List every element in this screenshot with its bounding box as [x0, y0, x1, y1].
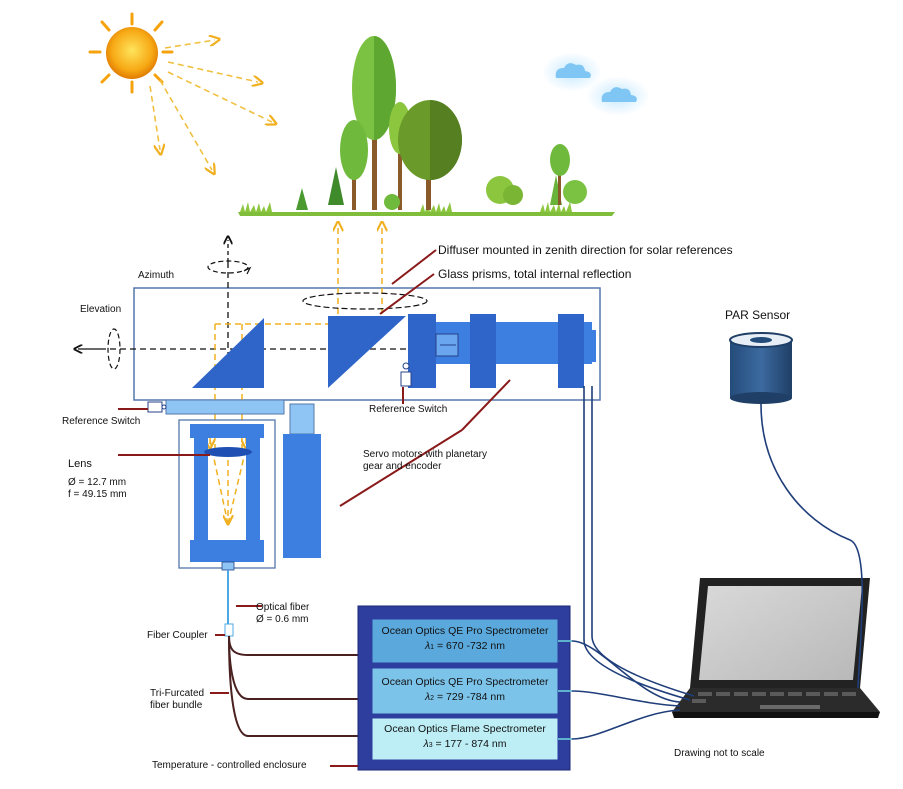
servo-motor-top — [400, 314, 596, 388]
spectrometer-3-name: Ocean Optics Flame Spectrometer — [384, 723, 546, 735]
label-trifurcated-line2: fiber bundle — [150, 700, 203, 711]
label-lens-title: Lens — [68, 458, 92, 470]
prism-right — [328, 316, 406, 388]
label-diffuser: Diffuser mounted in zenith direction for… — [438, 243, 733, 257]
spectrometer-2-name: Ocean Optics QE Pro Spectrometer — [381, 676, 549, 688]
trifurcated-bundle — [228, 635, 372, 737]
spectrometer-3-sub: 3 — [428, 742, 433, 749]
scanner-housing — [133, 287, 601, 401]
label-optical-fiber-line2: Ø = 0.6 mm — [256, 614, 309, 625]
reference-switch-left — [147, 401, 163, 413]
label-servo-line1: Servo motors with planetary — [363, 449, 487, 460]
spectrometer-2 — [371, 667, 559, 715]
spectrometer-1-name: Ocean Optics QE Pro Spectrometer — [381, 625, 549, 637]
sun-icon — [88, 12, 174, 94]
sun-rays — [149, 40, 272, 170]
spectrometer-1 — [371, 618, 559, 664]
label-lens-focal: f = 49.15 mm — [68, 489, 127, 500]
spectrometer-2-sub: 2 — [430, 695, 435, 702]
label-reference-switch-left: Reference Switch — [62, 416, 141, 427]
lens-icon — [204, 447, 252, 457]
spectrometer-2-range: = 729 -784 nm — [436, 691, 505, 703]
tree-icon — [238, 36, 615, 216]
label-reference-switch-right: Reference Switch — [369, 404, 448, 415]
label-servo-line2: gear and encoder — [363, 461, 442, 472]
label-prisms: Glass prisms, total internal reflection — [438, 267, 632, 281]
par-sensor-icon — [729, 332, 793, 404]
label-azimuth: Azimuth — [138, 270, 175, 281]
spectrometer-3-range-row: λ3 = 177 - 874 nm — [423, 738, 507, 750]
spectrometer-2-range-row: λ2 = 729 -784 nm — [424, 691, 505, 703]
cloud-icon — [542, 52, 650, 116]
spectrometer-1-range-row: λ1 = 670 -732 nm — [424, 640, 505, 652]
spectrometer-3-range: = 177 - 874 nm — [435, 738, 507, 750]
label-par-sensor: PAR Sensor — [725, 308, 791, 322]
spectrometer-ports — [558, 640, 572, 740]
prism-icon — [192, 318, 264, 388]
servo-motor-lower — [283, 403, 321, 558]
spectrometer-3 — [371, 717, 559, 761]
label-trifurcated-line1: Tri-Furcated — [150, 688, 205, 699]
label-scale-note: Drawing not to scale — [674, 748, 765, 759]
label-elevation: Elevation — [80, 304, 122, 315]
label-optical-fiber-line1: Optical fiber — [256, 602, 310, 613]
diffuser — [302, 292, 428, 310]
label-temperature: Temperature - controlled enclosure — [152, 760, 307, 771]
spectrometer-1-sub: 1 — [430, 644, 435, 651]
leader-lines — [118, 249, 511, 767]
fiber-coupler — [224, 623, 234, 637]
azimuth-axis — [207, 240, 252, 380]
data-cables — [558, 386, 864, 740]
label-lens-diameter: Ø = 12.7 mm — [68, 477, 127, 488]
spectrometer-1-range: = 670 -732 nm — [436, 640, 505, 652]
base-plate — [165, 399, 285, 415]
label-fiber-coupler: Fiber Coupler — [147, 630, 208, 641]
laptop-icon — [672, 578, 880, 718]
